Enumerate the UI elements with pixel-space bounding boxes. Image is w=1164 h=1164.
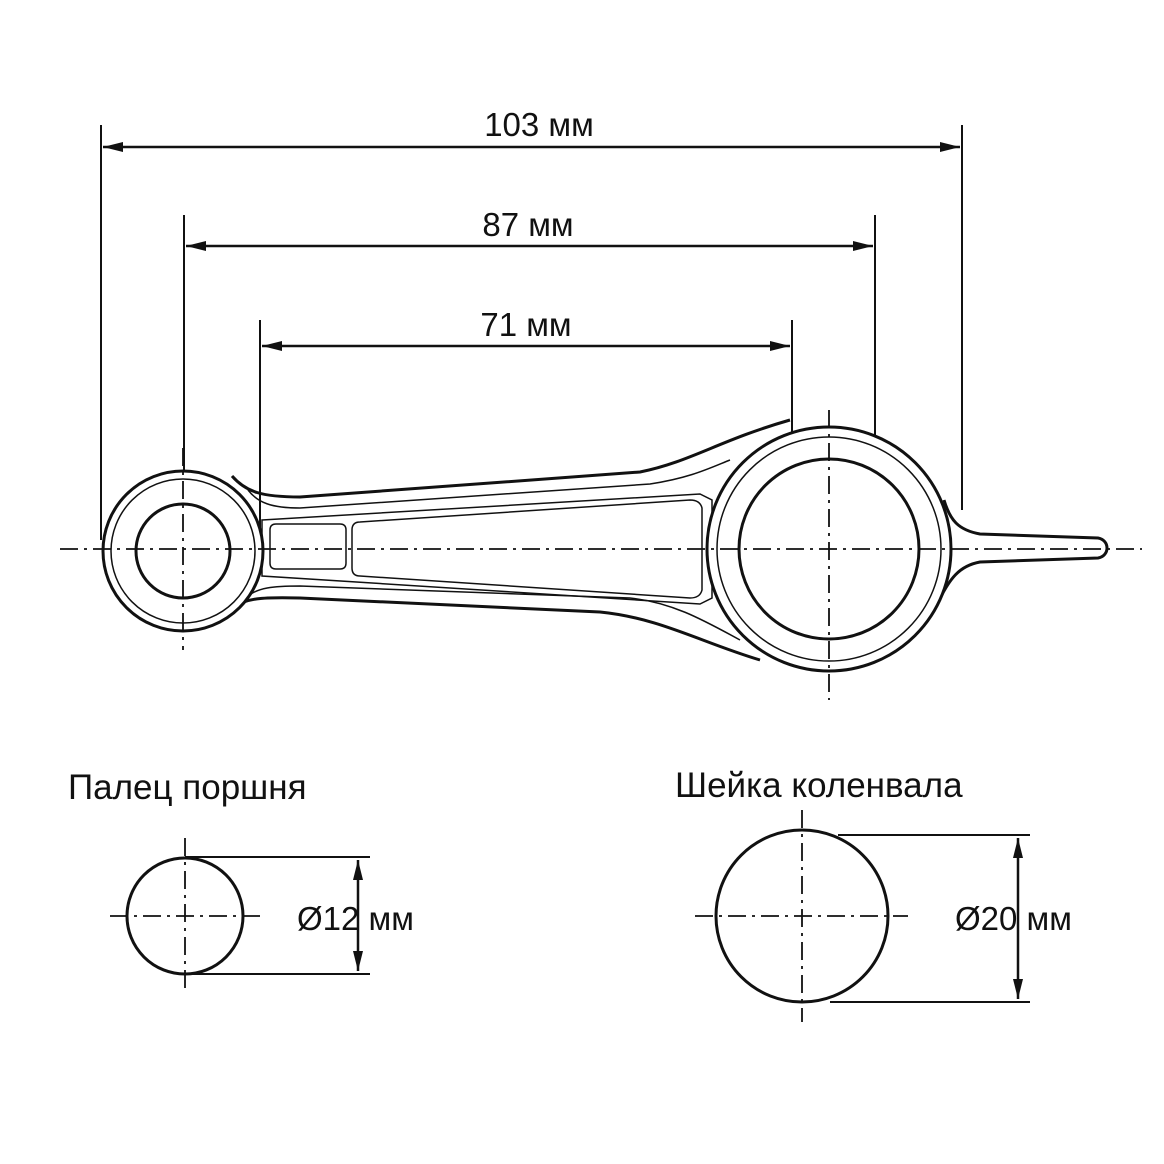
rod-shank-lower-edge xyxy=(231,596,761,662)
rod-web-pocket-right xyxy=(351,499,703,599)
dimension-center: 87 мм xyxy=(183,206,876,565)
dimension-label-overall: 103 мм xyxy=(484,106,594,143)
crank-journal-circle xyxy=(714,828,890,1004)
crank-journal-detail: Шейка коленвала Ø20 мм xyxy=(675,766,1072,1022)
rod-web-pocket-left xyxy=(269,523,347,570)
rod-rib-lower xyxy=(247,585,741,641)
dimension-label-inner: 71 мм xyxy=(480,306,571,343)
crank-journal-diameter-label: Ø20 мм xyxy=(955,900,1072,937)
rod-rib-upper xyxy=(247,459,731,509)
rod-web-frame xyxy=(261,493,713,605)
connecting-rod xyxy=(60,410,1142,700)
dimension-label-center: 87 мм xyxy=(482,206,573,243)
piston-pin-title: Палец поршня xyxy=(68,768,307,807)
piston-pin-detail: Палец поршня Ø12 мм xyxy=(68,768,414,992)
piston-pin-diameter-label: Ø12 мм xyxy=(297,900,414,937)
crank-journal-title: Шейка коленвала xyxy=(675,766,963,805)
dimension-overall: 103 мм xyxy=(100,106,963,540)
rod-shank-upper-edge xyxy=(230,418,791,499)
